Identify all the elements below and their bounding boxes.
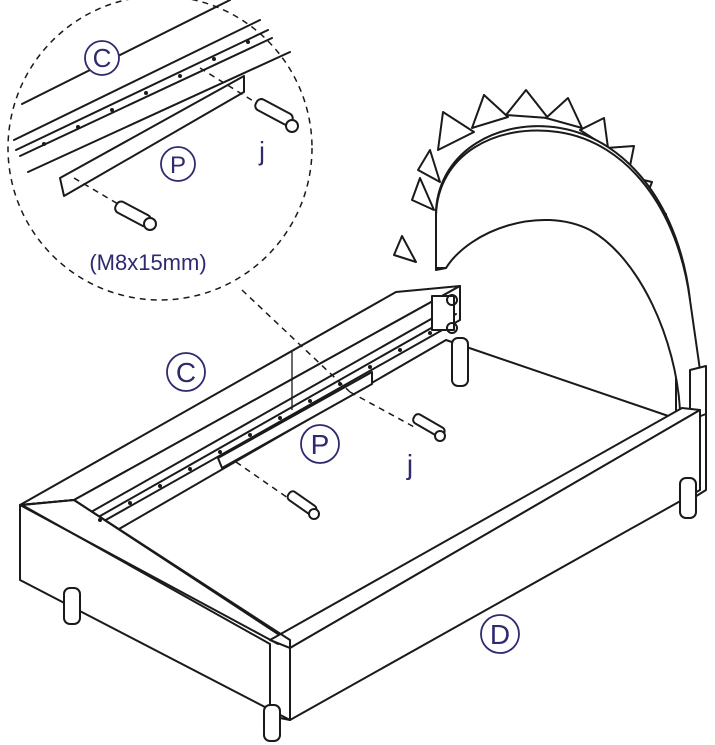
detail-rail-line <box>15 29 269 151</box>
headboard <box>393 89 707 501</box>
leg <box>63 587 81 625</box>
label-text: P <box>170 152 186 179</box>
screw-main-j <box>349 391 446 442</box>
corner-block <box>21 499 291 721</box>
bracket-hole <box>446 294 458 306</box>
detail-rail-line <box>19 37 273 157</box>
label-text: C <box>176 357 196 388</box>
headboard-spike <box>545 97 583 129</box>
detail-callout <box>7 0 351 393</box>
headboard-spike <box>411 177 435 211</box>
detail-screw-j <box>254 98 299 133</box>
plate-p <box>217 371 373 469</box>
headboard-spike <box>437 111 475 151</box>
detail-rail-line <box>27 51 291 173</box>
label-main-p: P <box>300 424 340 464</box>
headboard-spike <box>393 235 417 263</box>
label-main-c: C <box>166 352 206 392</box>
detail-screw-path <box>73 177 119 205</box>
screw-spec-label: (M8x15mm) <box>89 250 206 275</box>
bed-frame <box>19 285 701 742</box>
headboard-spike <box>417 149 441 183</box>
detail-leader <box>241 289 351 393</box>
detail-holes <box>42 40 250 146</box>
label-text: D <box>490 619 510 650</box>
rail-holes <box>98 331 432 522</box>
rail-groove <box>85 313 457 525</box>
leg <box>451 337 469 387</box>
detail-rail-line <box>13 19 261 141</box>
headboard-bracket <box>431 295 455 331</box>
headboard-spike <box>505 89 549 119</box>
detail-screw-lower <box>114 200 157 231</box>
label-detail-j: j <box>258 136 265 166</box>
label-text: P <box>311 429 330 460</box>
rail-corner <box>269 639 291 649</box>
detail-circle <box>7 0 313 301</box>
bracket-hole <box>446 322 458 334</box>
headboard-spike <box>471 94 509 129</box>
label-detail-p: P <box>160 146 196 182</box>
bed-legs <box>63 337 697 742</box>
label-text: C <box>93 43 112 73</box>
screw-main-lower <box>235 461 320 520</box>
label-detail-c: C <box>84 40 120 76</box>
detail-rail-line <box>21 0 231 105</box>
label-main-d: D <box>480 614 520 654</box>
rail-groove <box>83 305 455 517</box>
detail-plate-p <box>59 75 245 197</box>
detail-screw-path <box>199 67 259 105</box>
leg <box>263 704 281 742</box>
leg <box>679 477 697 519</box>
label-main-j: j <box>406 449 413 480</box>
